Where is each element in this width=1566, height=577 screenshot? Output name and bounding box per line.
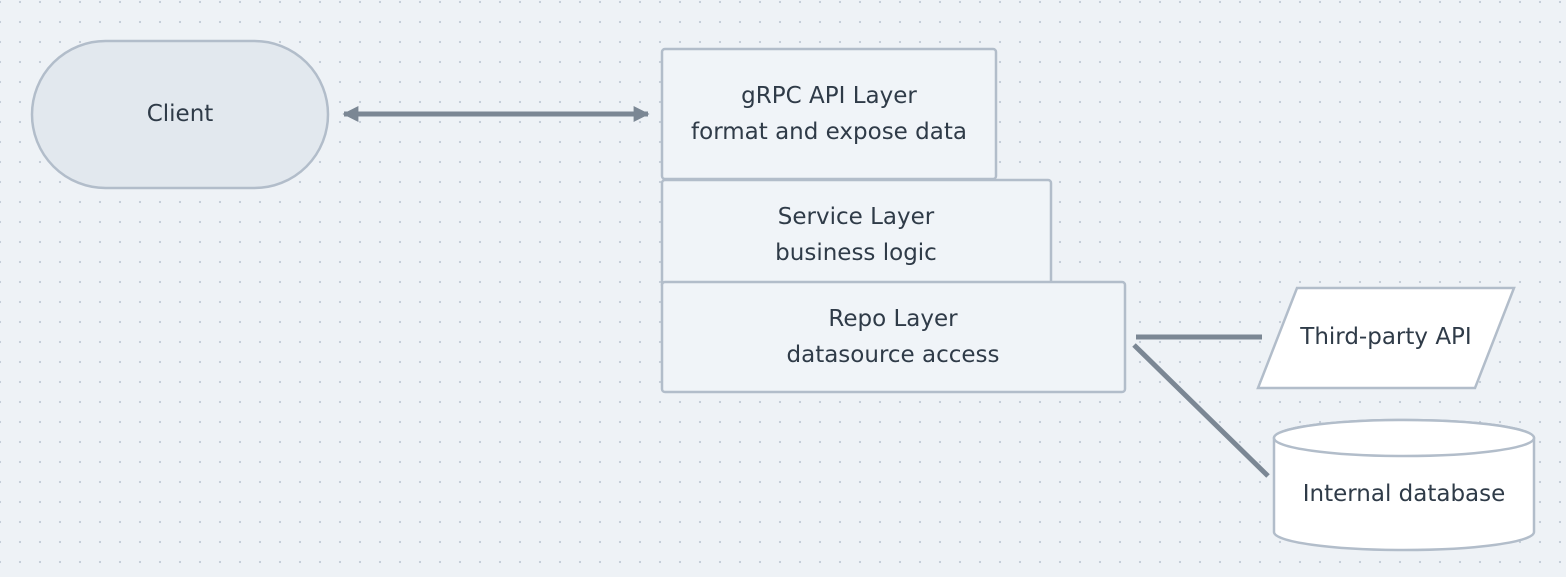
service-layer-subtitle: business logic [775,240,937,266]
service-layer-title: Service Layer [778,204,935,230]
internal-database-label: Internal database [1303,481,1506,507]
grpc-api-layer-subtitle: format and expose data [691,119,967,145]
grpc-api-layer-title: gRPC API Layer [741,83,917,109]
repo-database-connector [1132,343,1270,478]
repo-layer-title: Repo Layer [828,306,958,332]
service-layer-node[interactable]: Service Layer business logic [660,178,1053,290]
repo-layer-node[interactable]: Repo Layer datasource access [660,280,1127,394]
third-party-api-node[interactable]: Third-party API [1256,286,1516,390]
internal-database-node[interactable]: Internal database [1272,418,1536,552]
grpc-api-layer-node[interactable]: gRPC API Layer format and expose data [660,47,998,181]
repo-layer-subtitle: datasource access [787,342,1000,368]
client-label: Client [147,101,214,127]
client-node[interactable]: Client [30,39,330,190]
third-party-api-label: Third-party API [1299,324,1471,350]
